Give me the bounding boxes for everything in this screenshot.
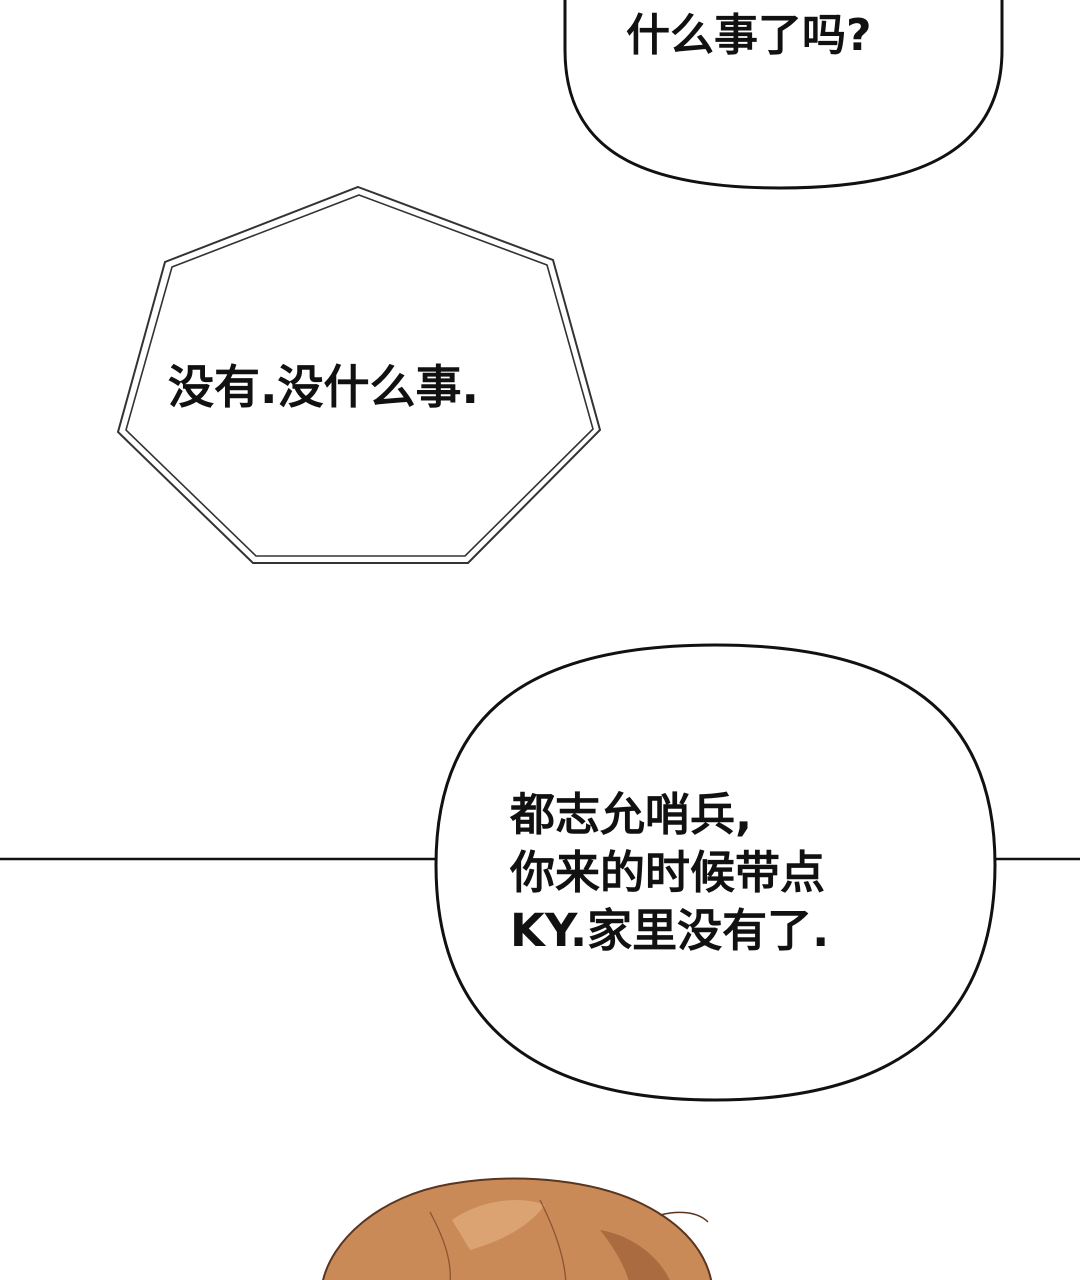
speech-text-top: 什么事了吗? (626, 10, 872, 61)
speech-bubble-top (563, 0, 1004, 190)
speech-line-2: 你来的时候带点 (510, 846, 826, 899)
speech-bubble-bottom (434, 643, 997, 1102)
character-hair (322, 1177, 713, 1280)
heptagon-bubble-outer (116, 185, 602, 564)
speech-text-middle: 没有.没什么事. (168, 360, 479, 414)
heptagon-bubble-inner (125, 194, 594, 557)
speech-line-1: 都志允哨兵, (510, 788, 753, 841)
speech-line-3: KY.家里没有了. (510, 904, 830, 957)
speech-text-bottom: 都志允哨兵, 你来的时候带点 KY.家里没有了. (510, 786, 829, 960)
